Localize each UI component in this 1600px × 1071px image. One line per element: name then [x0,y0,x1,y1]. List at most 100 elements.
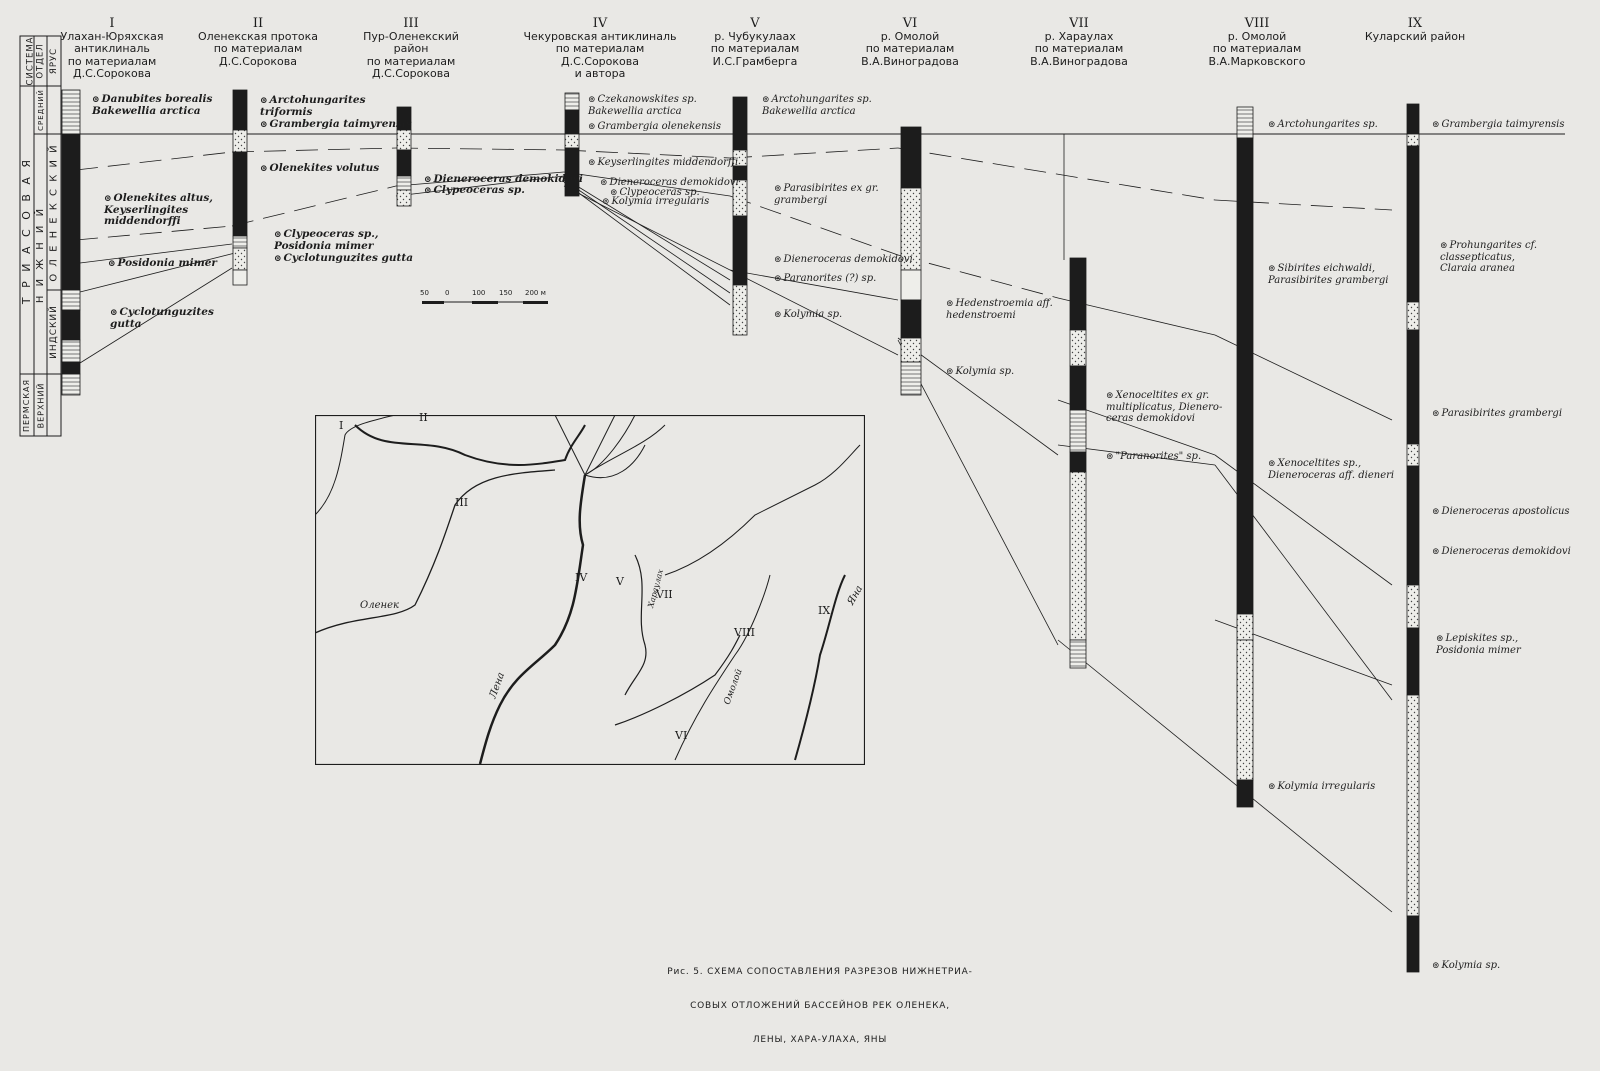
column-7-layer [1069,329,1087,367]
column-8-layer [1236,106,1254,139]
column-1-layer [61,133,81,291]
scale-tick: 0 [445,289,450,297]
column-2-layer [232,247,248,271]
scale-tick: 200 м [525,289,546,297]
column-9-layer [1406,133,1420,147]
column-9-layer [1406,915,1420,973]
column-8-layer [1236,779,1254,808]
fossil-label: ⊚Clypeoceras sp. [610,187,700,198]
column-9-layer [1406,465,1420,586]
fossil-label: ⊚Grambergia olenekensis [588,121,721,132]
fossil-label: ⊚Kolymia irregularis [602,196,710,207]
column-4-layer [564,109,580,135]
column-6-layer [900,299,922,339]
fossil-label: ⊚Lepiskites sp., Posidonia mimer [1436,633,1521,656]
fossil-label: ⊚Dieneroceras demokidovi [774,254,913,265]
fossil-label: ⊚Grambergia taimyrensis [1432,119,1565,130]
scale-tick: 100 [472,289,486,297]
column-2-layer [232,269,248,286]
fossil-label: ⊚Dieneroceras demokidovi [424,173,583,186]
fossil-label: ⊚Posidonia mimer [108,257,217,270]
column-5-layer [732,215,748,286]
column-9-layer [1406,103,1420,135]
column-9-layer [1406,584,1420,629]
column-6-layer [900,337,922,363]
scale-tick: 150 [499,289,513,297]
fossil-label: ⊚Xenoceltites sp., Dieneroceras aff. die… [1268,458,1395,481]
figure-caption: Рис. 5. СХЕМА СОПОСТАВЛЕНИЯ РАЗРЕЗОВ НИЖ… [667,967,973,1045]
column-8-layer [1236,613,1254,641]
fossil-label: ⊚Olenekites altus, Keyserlingites midden… [104,192,213,227]
column-8-layer [1236,137,1254,615]
column-2-layer [232,129,248,153]
fossil-label: ⊚Sibirites eichwaldi, Parasibirites gram… [1268,263,1389,286]
column-1-layer [61,289,81,311]
column-4-layer [564,92,580,111]
column-6-layer [900,361,922,396]
column-6-layer [900,269,922,301]
fossil-label: ⊚"Paranorites" sp. [1106,451,1202,462]
map-region-label: IX [818,604,831,617]
fossil-label: ⊚Dieneroceras demokidovi [1432,546,1571,557]
column-9-layer [1406,443,1420,467]
fossil-label: ⊚Paranorites (?) sp. [774,273,877,284]
fossil-label: ⊚Prohungarites cf. classepticatus, Clara… [1440,240,1538,274]
column-3-layer [396,189,412,207]
column-7-layer [1069,471,1087,641]
map-region-label: II [419,411,428,424]
fossil-label: ⊚Parasibirites ex gr. grambergi [774,183,879,206]
column-2-layer [232,151,248,237]
fossil-label: ⊚Olenekites volutus [260,162,380,175]
column-1-layer [61,361,81,375]
map-river-label: Оленек [360,600,399,611]
column-7-layer [1069,257,1087,331]
column-9-layer [1406,627,1420,696]
fossil-label: ⊚Kolymia sp. [946,366,1015,377]
column-9-layer [1406,694,1420,917]
column-7-layer [1069,451,1087,473]
fossil-label: ⊚Grambergia taimyrensis [260,118,412,131]
column-9-layer [1406,145,1420,303]
fossil-label: ⊚Dieneroceras apostolicus [1432,506,1570,517]
column-1-layer [61,339,81,363]
fossil-label: ⊚Cyclotunguzites gutta [274,252,414,265]
column-2-layer [232,89,248,131]
fossil-label: ⊚Parasibirites grambergi [1432,408,1563,419]
map-region-label: V [616,575,624,588]
column-3-layer [396,149,412,177]
scale-tick: 50 [420,289,429,297]
column-9-layer [1406,301,1420,331]
map-region-label: VII [656,588,673,601]
column-1-layer [61,373,81,396]
column-1-layer [61,309,81,341]
map-region-label: III [455,496,469,509]
fossil-label: ⊚Kolymia irregularis [1268,781,1376,792]
fossil-label: ⊚Czekanowskites sp. Bakewellia arctica [588,94,697,117]
fossil-label: ⊚Hedenstroemia aff. hedenstroemi [946,298,1053,321]
map-region-label: VI [675,729,688,742]
fossil-label: ⊚Danubites borealis Bakewellia arctica [92,93,213,117]
fossil-label: ⊚Kolymia sp. [774,309,843,320]
fossil-label: ⊚Clypeoceras sp. [424,184,525,197]
column-5-layer [732,284,748,336]
fossil-label: ⊚Keyserlingites middendorffi [588,157,739,168]
column-7-layer [1069,639,1087,669]
map-region-label: IV [575,571,588,584]
column-3-layer [396,175,412,191]
column-6-layer [900,126,922,189]
column-4-layer [564,133,580,149]
column-9-layer [1406,329,1420,445]
column-5-layer [732,96,748,151]
column-2-layer [232,235,248,249]
fossil-label: ⊚Arctohungarites sp. [1268,119,1378,130]
